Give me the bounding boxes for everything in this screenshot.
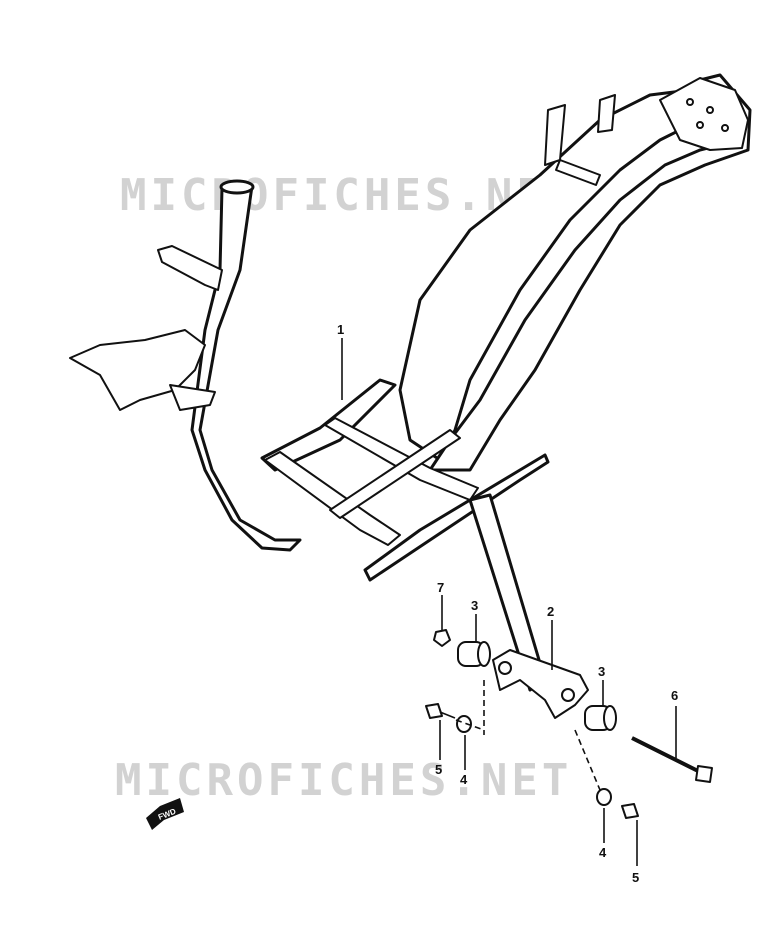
callout-5-right: 5 bbox=[632, 870, 639, 885]
floor-brace bbox=[329, 429, 461, 519]
floor-rail-right bbox=[363, 453, 550, 582]
rear-rail bbox=[428, 73, 752, 472]
callout-5-left: 5 bbox=[435, 762, 442, 777]
callout-7: 7 bbox=[437, 580, 444, 595]
washer-4-right bbox=[596, 788, 612, 806]
alignment-line bbox=[574, 729, 601, 791]
rear-bracket bbox=[597, 94, 616, 133]
callout-3-left: 3 bbox=[471, 598, 478, 613]
rear-plate bbox=[659, 77, 749, 151]
washer-4-left bbox=[456, 715, 472, 733]
callout-3-right: 3 bbox=[598, 664, 605, 679]
bracket-hole bbox=[561, 688, 575, 702]
plate-hole bbox=[696, 121, 704, 129]
head-pipe-top bbox=[219, 179, 255, 195]
cross-member bbox=[555, 159, 601, 186]
watermark-bottom: MICROFICHES.NET bbox=[115, 755, 572, 806]
bush-3-right-face bbox=[603, 705, 617, 731]
callout-4-left: 4 bbox=[460, 772, 468, 787]
lower-stay bbox=[169, 384, 216, 411]
mount-bracket-plate bbox=[492, 649, 589, 719]
plate-hole bbox=[686, 98, 694, 106]
bolt-6-head bbox=[695, 765, 713, 783]
engine-mount-bracket bbox=[492, 649, 589, 719]
callout-6: 6 bbox=[671, 688, 678, 703]
callout-1: 1 bbox=[337, 322, 344, 337]
plate-hole bbox=[721, 124, 729, 132]
bush-3-left-face bbox=[477, 641, 491, 667]
floor-cross-front bbox=[264, 451, 401, 546]
plate-hole bbox=[706, 106, 714, 114]
forward-arrow-icon bbox=[146, 798, 184, 830]
bolt-5-left-head bbox=[425, 703, 443, 719]
bolt-5-right-head bbox=[621, 803, 639, 819]
alignment-line bbox=[455, 719, 485, 731]
bolt-6-shank bbox=[631, 736, 701, 774]
rear-bracket bbox=[544, 104, 566, 166]
bolt-5-left-shank bbox=[439, 711, 456, 719]
callout-4-right: 4 bbox=[599, 845, 607, 860]
down-tube bbox=[190, 184, 302, 552]
frame-assembly bbox=[69, 73, 752, 692]
nut-7 bbox=[433, 629, 451, 647]
bracket-hole bbox=[498, 661, 512, 675]
callout-2: 2 bbox=[547, 604, 554, 619]
floor-cross-rear bbox=[324, 417, 479, 501]
upper-bracket bbox=[157, 245, 223, 291]
